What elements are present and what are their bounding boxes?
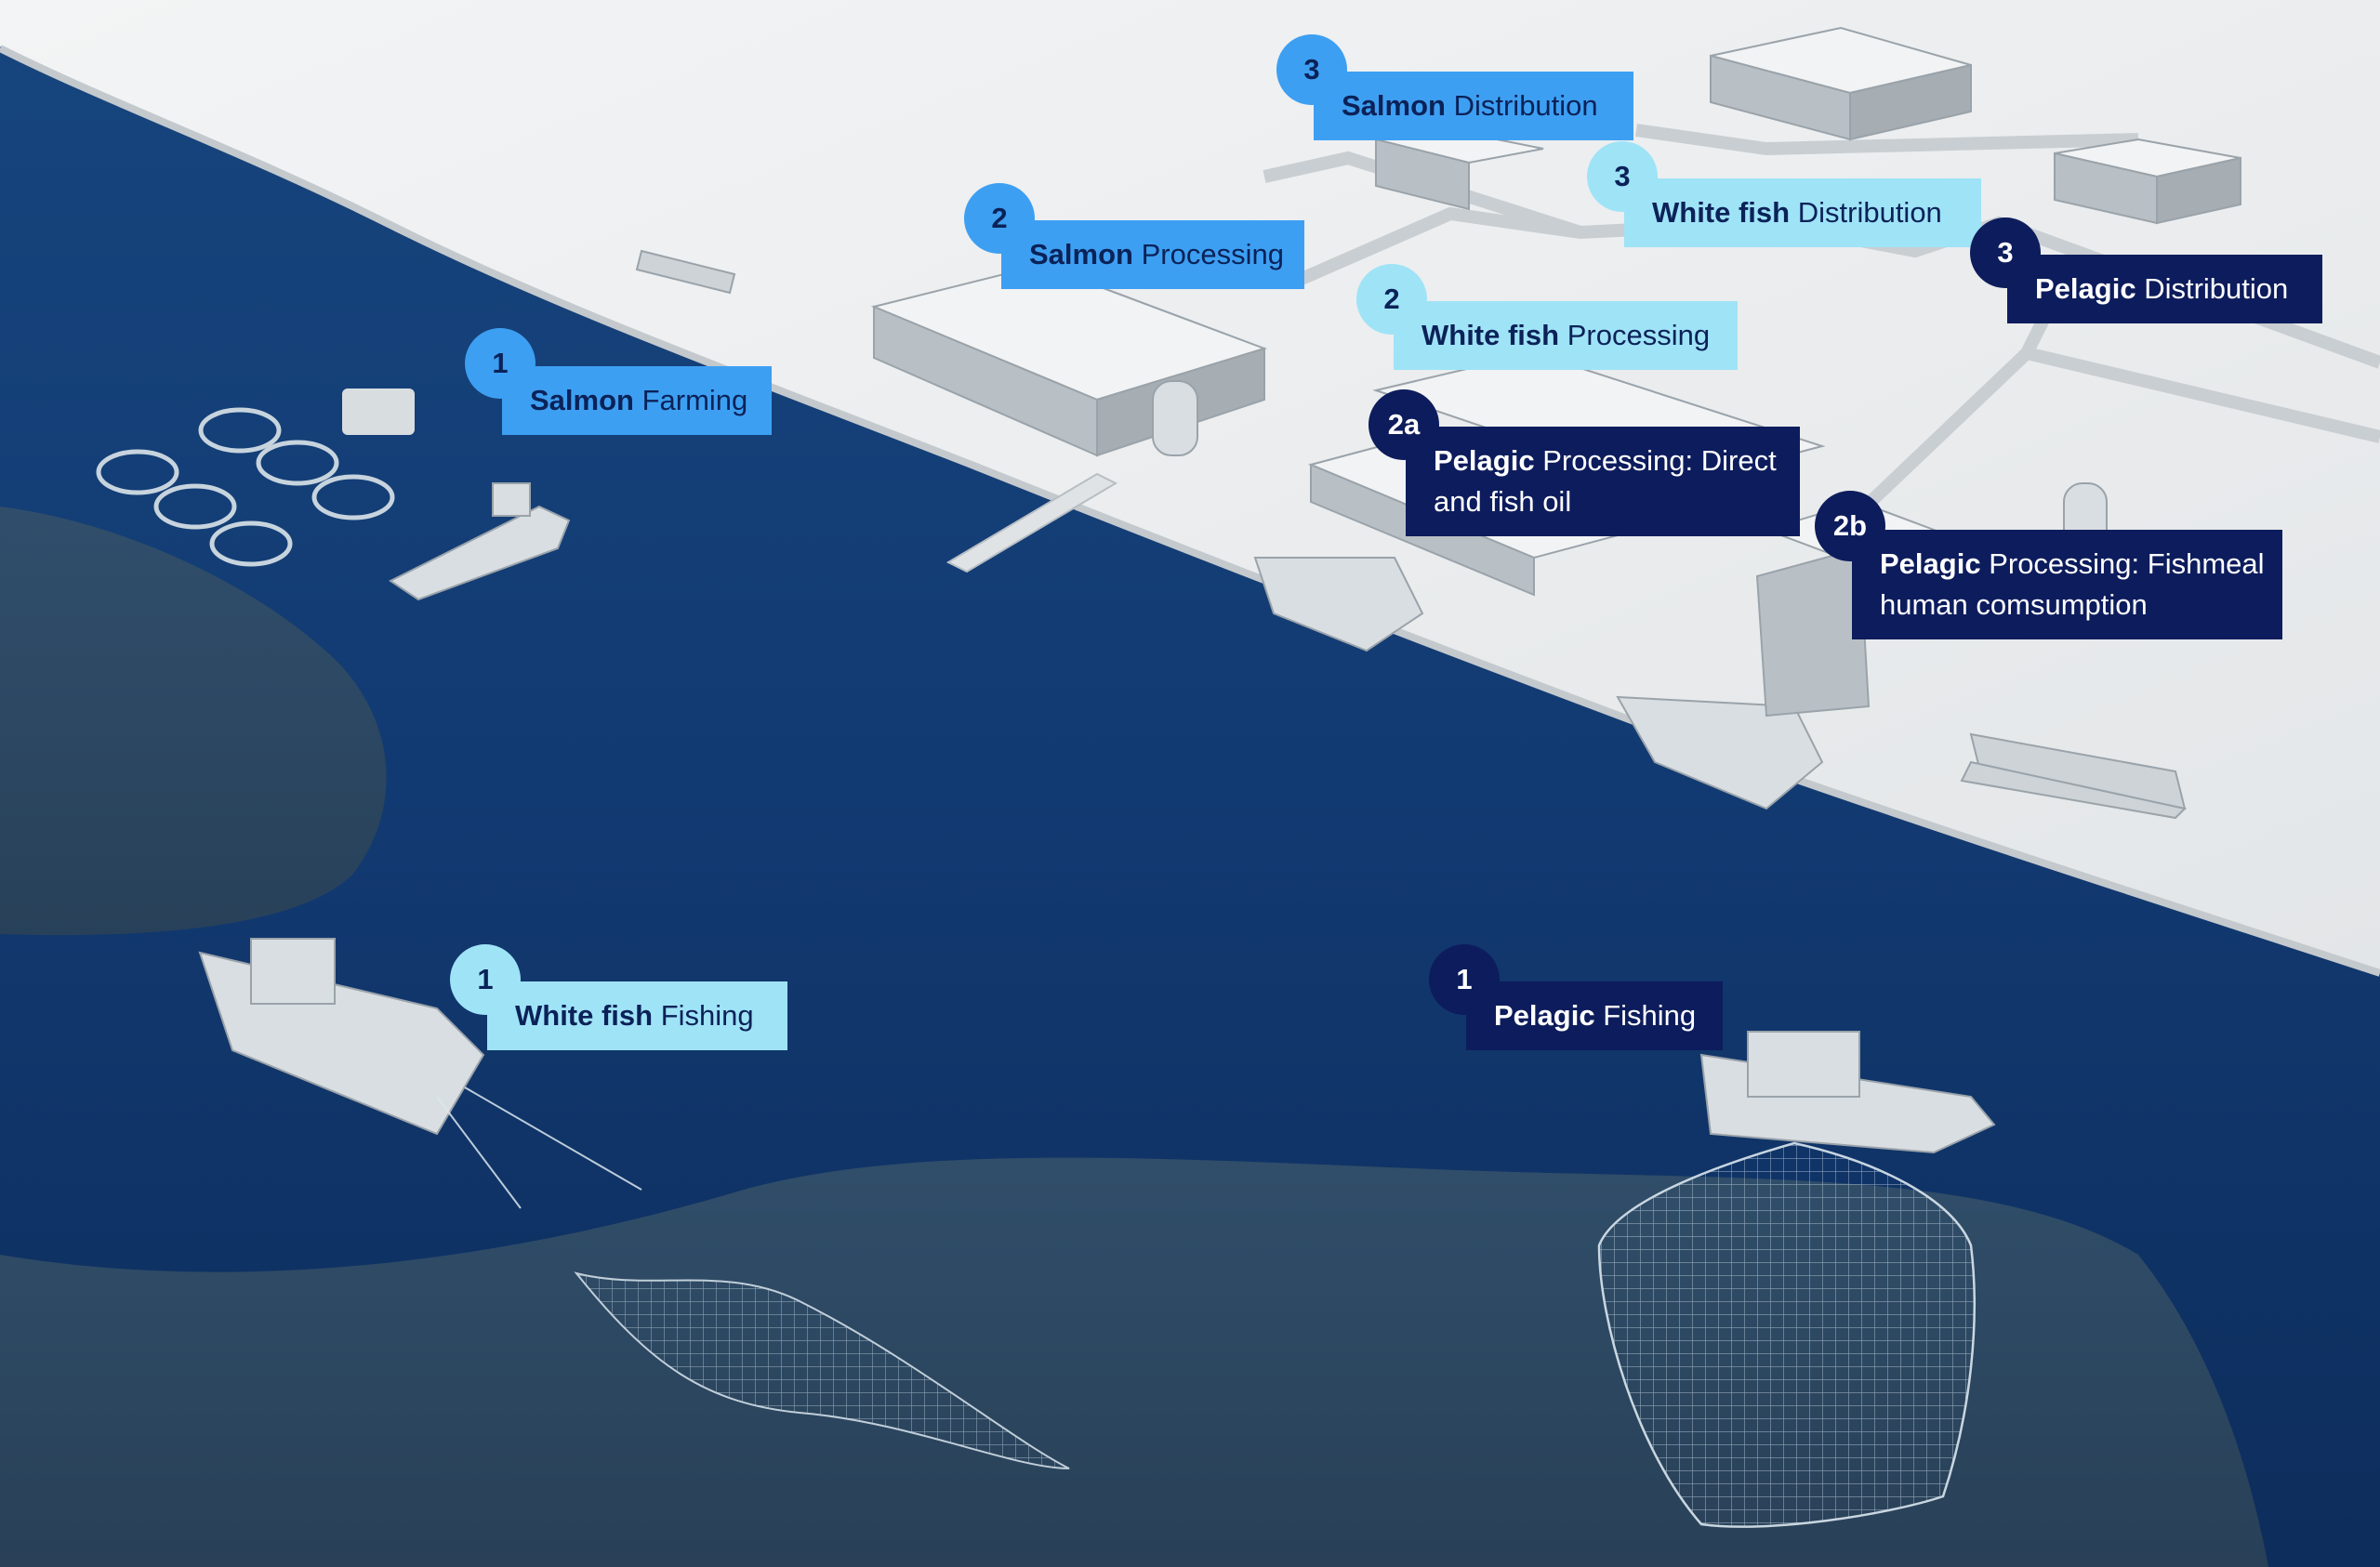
label-line2: and fish oil bbox=[1434, 485, 1572, 518]
label-box: Salmon Processing bbox=[1001, 220, 1304, 289]
step-badge: 2 bbox=[964, 183, 1035, 254]
label-bold: Pelagic bbox=[1494, 999, 1595, 1032]
underwater-left bbox=[0, 507, 387, 936]
label-bold: White fish bbox=[1652, 196, 1791, 229]
label-box: Pelagic Distribution bbox=[2007, 255, 2322, 323]
step-badge: 3 bbox=[1276, 34, 1347, 105]
feed-barge bbox=[342, 388, 415, 435]
label-bold: Salmon bbox=[530, 384, 634, 416]
step-badge: 1 bbox=[1429, 944, 1500, 1015]
step-badge: 3 bbox=[1587, 141, 1658, 212]
label-box: Salmon Farming bbox=[502, 366, 772, 435]
step-badge: 1 bbox=[450, 944, 521, 1015]
label-bold: Pelagic bbox=[1434, 444, 1535, 477]
label-box: White fish Processing bbox=[1394, 301, 1738, 370]
label-bold: Salmon bbox=[1342, 89, 1446, 122]
step-badge: 2 bbox=[1356, 264, 1427, 335]
trawl-net bbox=[436, 1086, 1070, 1469]
label-text: Processing: Direct bbox=[1542, 444, 1777, 477]
step-badge: 3 bbox=[1970, 217, 2041, 288]
label-bold: White fish bbox=[1421, 319, 1560, 351]
label-bold: Pelagic bbox=[2035, 272, 2136, 305]
label-text: Fishing bbox=[660, 999, 754, 1032]
label-line: Salmon Distribution bbox=[1342, 86, 1604, 126]
label-line: Pelagic Processing: Fishmeal bbox=[1880, 544, 2265, 585]
label-text: Processing bbox=[1141, 238, 1284, 270]
label-box: Pelagic Processing: Direct and fish oil bbox=[1406, 427, 1800, 536]
label-text: Fishing bbox=[1603, 999, 1697, 1032]
label-box: Pelagic Fishing bbox=[1466, 981, 1723, 1050]
label-box: White fish Fishing bbox=[487, 981, 787, 1050]
fish-cages bbox=[96, 407, 395, 567]
label-bold: White fish bbox=[515, 999, 654, 1032]
label-bold: Salmon bbox=[1029, 238, 1133, 270]
label-bold: Pelagic bbox=[1880, 547, 1981, 580]
boats bbox=[198, 482, 1996, 1154]
label-text: Processing bbox=[1567, 319, 1711, 351]
label-line: White fish Processing bbox=[1421, 315, 1711, 356]
label-line: White fish Fishing bbox=[515, 995, 758, 1036]
pier bbox=[945, 472, 1118, 573]
label-text: Processing: Fishmeal bbox=[1989, 547, 2265, 580]
label-line: White fish Distribution bbox=[1652, 192, 1951, 233]
step-badge: 2a bbox=[1368, 389, 1439, 460]
label-text: Distribution bbox=[2144, 272, 2289, 305]
containers bbox=[635, 249, 2188, 820]
purse-seine bbox=[1597, 1141, 1976, 1528]
label-line: Salmon Farming bbox=[530, 380, 747, 421]
step-badge: 1 bbox=[465, 328, 536, 399]
label-line: Salmon Processing bbox=[1029, 234, 1284, 275]
label-line: Pelagic Processing: Direct bbox=[1434, 441, 1777, 481]
step-badge: 2b bbox=[1815, 491, 1885, 561]
label-line: Pelagic Distribution bbox=[2035, 269, 2293, 309]
label-line: Pelagic Fishing bbox=[1494, 995, 1697, 1036]
label-text: Distribution bbox=[1453, 89, 1598, 122]
label-box: Salmon Distribution bbox=[1314, 72, 1633, 140]
label-line2: human comsumption bbox=[1880, 588, 2148, 621]
label-text: Distribution bbox=[1797, 196, 1942, 229]
label-box: White fish Distribution bbox=[1624, 178, 1981, 247]
label-text: Farming bbox=[641, 384, 748, 416]
